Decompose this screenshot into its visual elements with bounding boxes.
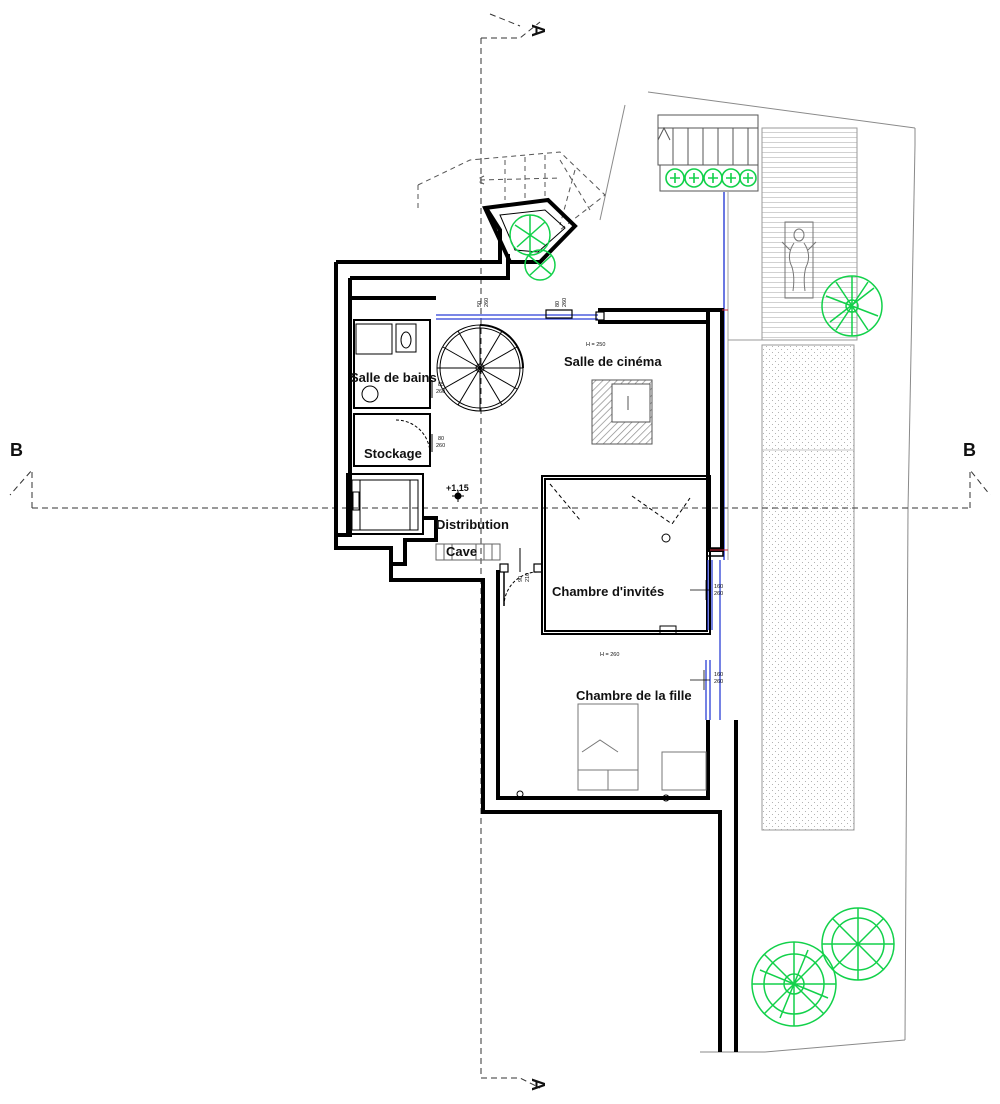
exterior-stair-top — [657, 114, 759, 192]
room-label-salle-de-cinema: Salle de cinéma — [564, 354, 662, 369]
room-label-distribution: Distribution — [436, 517, 509, 532]
section-label-b-left: B — [10, 440, 23, 460]
section-label-a-bottom: A — [528, 1078, 548, 1091]
room-label-stockage: Stockage — [364, 446, 422, 461]
opening-5-width: 90 — [518, 576, 524, 582]
opening-2-width: 80 — [555, 301, 561, 307]
room-label-chambre-fille: Chambre de la fille — [576, 688, 692, 703]
invites-closet — [549, 483, 691, 525]
level-marker — [452, 490, 464, 502]
section-label-b-right: B — [963, 440, 976, 460]
room-label-cave: Cave — [446, 544, 477, 559]
opening-1-height: 260 — [484, 298, 490, 307]
wardrobe — [351, 479, 419, 531]
opening-7-height: 260 — [714, 679, 723, 685]
opening-5-height: 210 — [525, 573, 531, 582]
tree-icon — [821, 907, 895, 981]
opening-1-width: 50 — [477, 301, 483, 307]
spiral-stair-icon — [436, 324, 524, 412]
site-outline — [599, 91, 916, 1053]
upper-level-outline — [417, 151, 606, 231]
section-line-a — [480, 13, 541, 1089]
sofa-icon — [591, 379, 653, 445]
room-label-chambre-invites: Chambre d'invités — [552, 584, 664, 599]
opening-7-width: 160 — [714, 672, 723, 678]
opening-2-height: 260 — [562, 298, 568, 307]
paved-terrace — [761, 344, 855, 831]
opening-6-height: 260 — [714, 591, 723, 597]
section-label-a-top: A — [528, 24, 548, 37]
deck-terrace — [761, 127, 858, 341]
cave-shelving — [435, 543, 501, 561]
level-label: +1.15 — [446, 483, 469, 493]
opening-3-height: 260 — [436, 389, 445, 395]
opening-4-width: 80 — [438, 436, 444, 442]
height-fille: H = 260 — [600, 652, 619, 658]
height-cinema: H = 250 — [586, 342, 605, 348]
bed-icon — [577, 703, 707, 791]
sink-icon — [355, 323, 393, 403]
exterior-walls — [334, 206, 738, 1052]
opening-4-height: 260 — [436, 443, 445, 449]
tree-icon — [751, 941, 837, 1027]
sunbather-icon — [781, 221, 817, 299]
room-label-salle-de-bains: Salle de bains — [350, 370, 437, 385]
bush-icon — [665, 168, 757, 188]
opening-3-width: 85 — [438, 382, 444, 388]
tree-icon — [821, 275, 883, 337]
windows — [436, 314, 721, 720]
opening-annotations: 50 260 80 260 85 260 80 260 90 210 160 2… — [436, 298, 723, 685]
section-line-b — [9, 468, 991, 509]
toilet-icon — [395, 323, 417, 353]
opening-6-width: 160 — [714, 584, 723, 590]
tree-icon — [509, 214, 556, 281]
